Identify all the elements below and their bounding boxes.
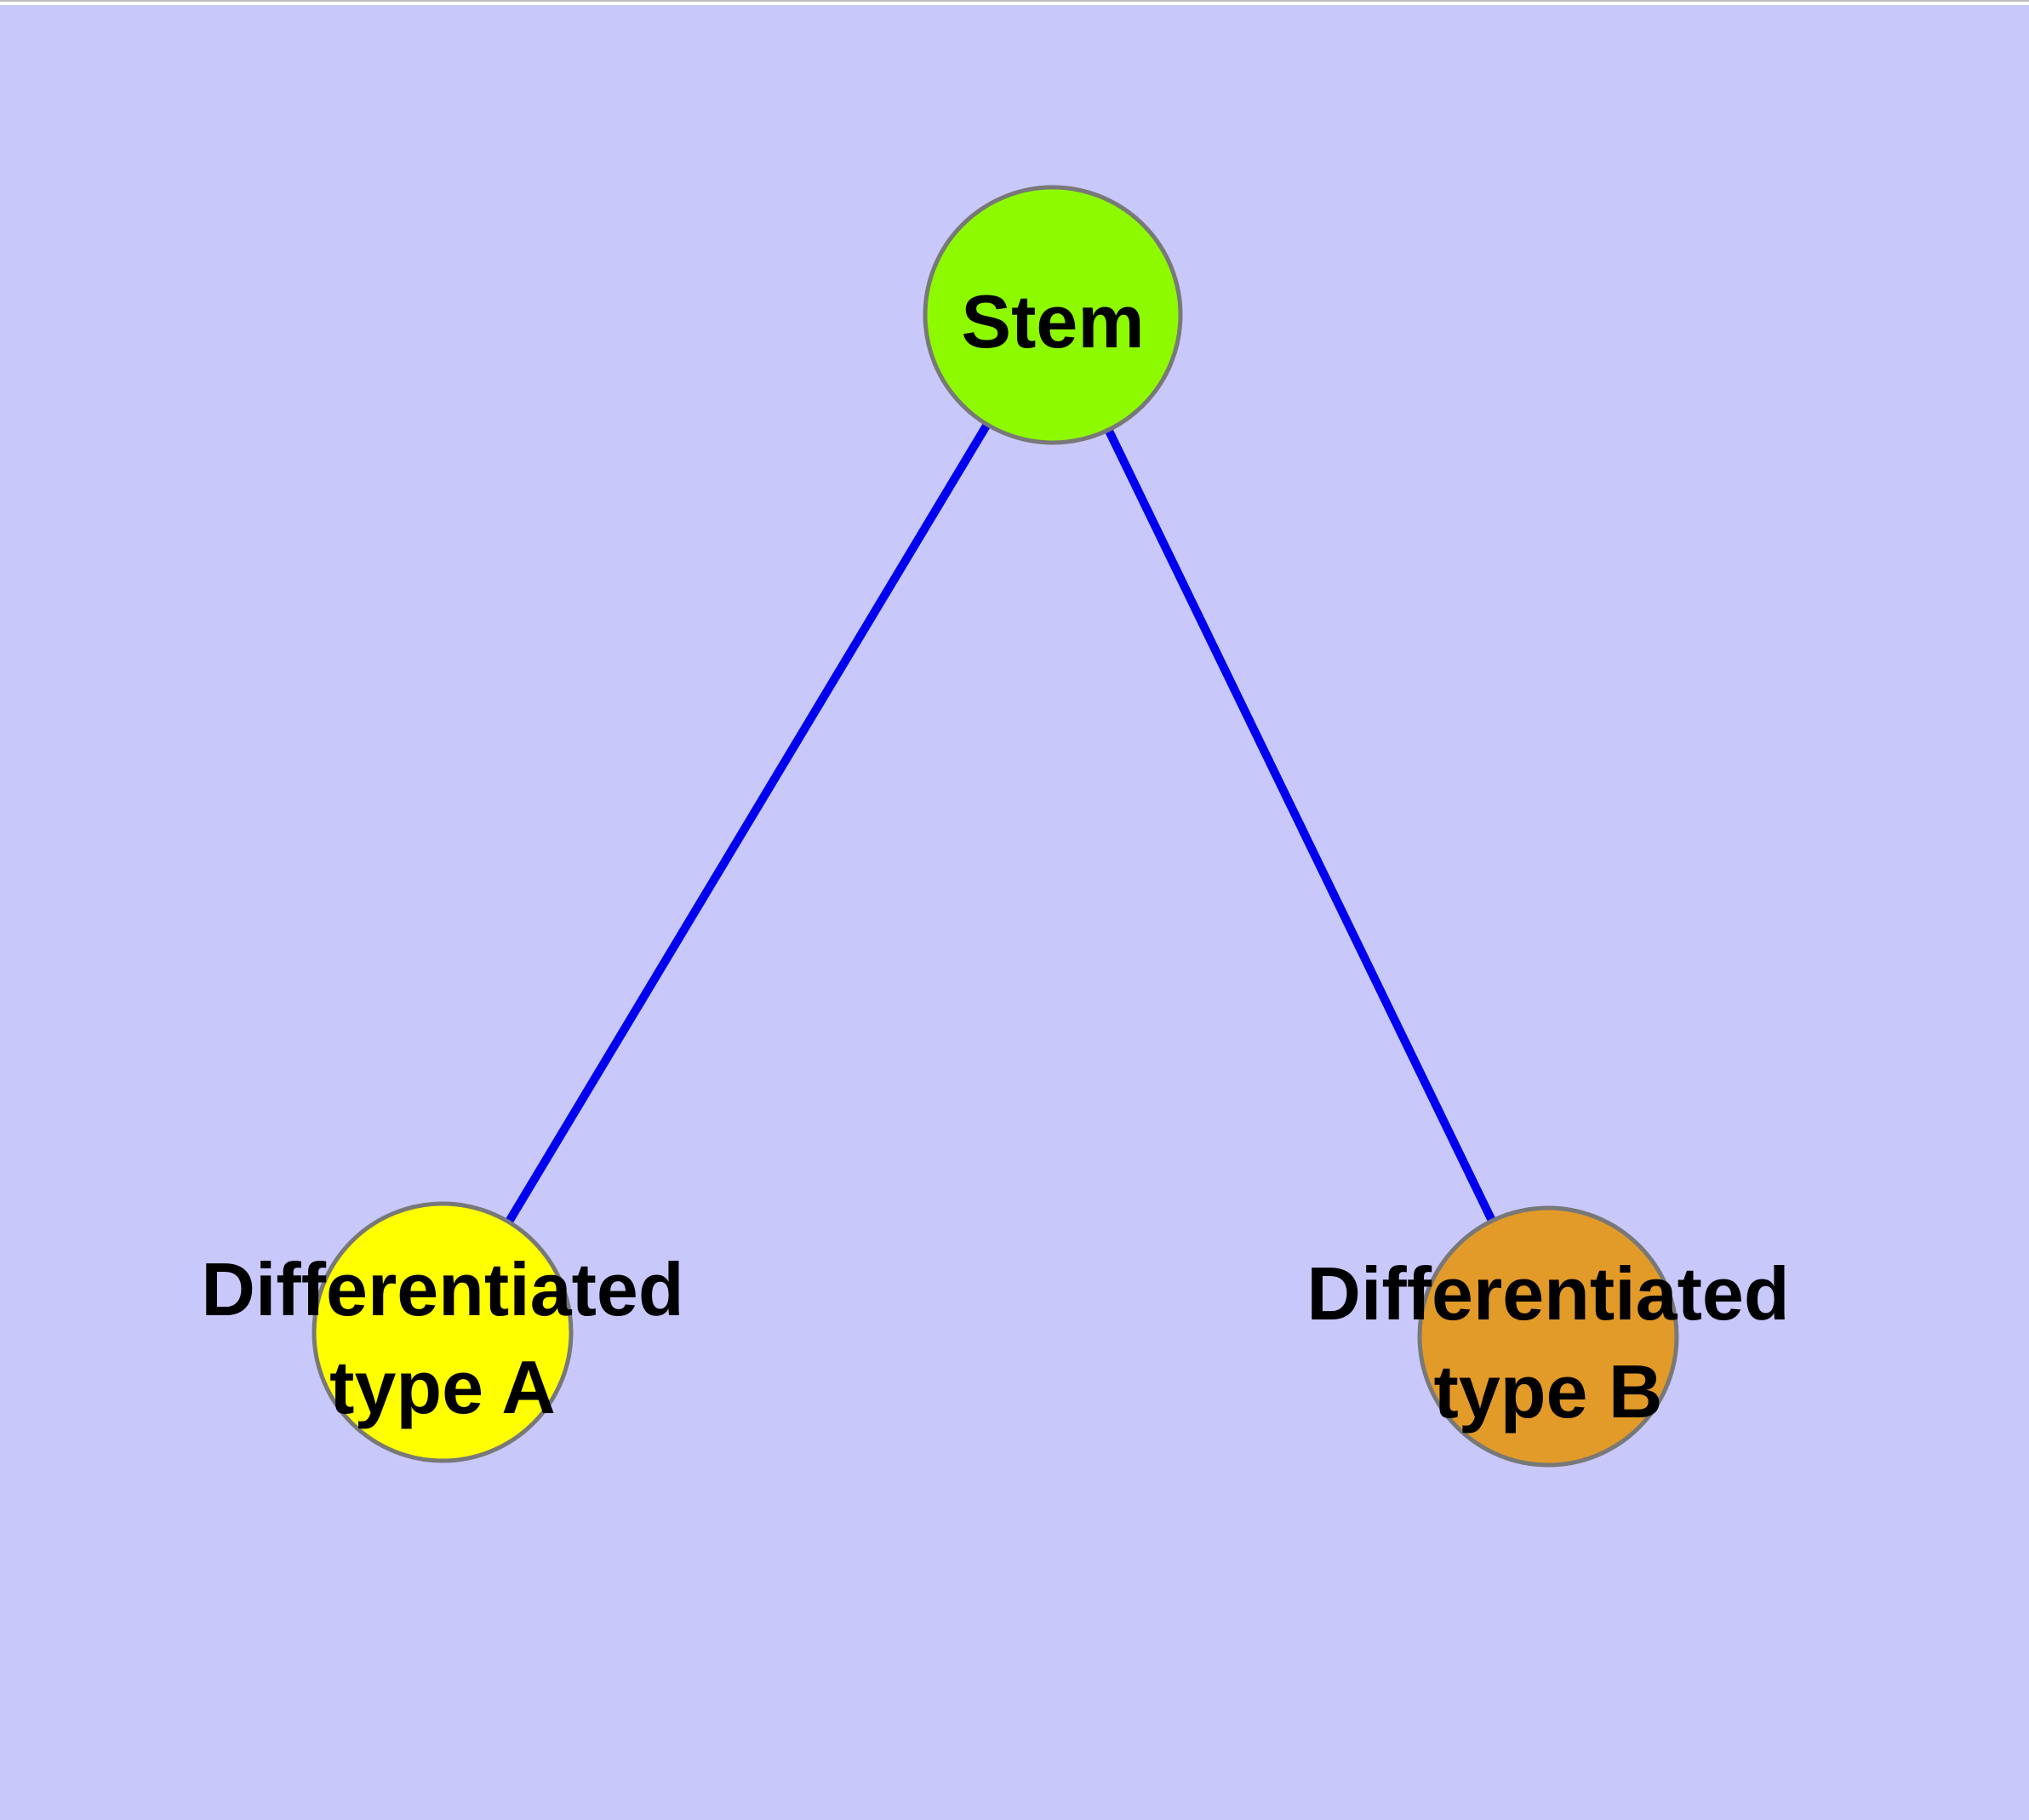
node-differentiated-type-a-circle [311, 1201, 574, 1463]
node-stem-circle [923, 185, 1183, 445]
edge-stem-to-type-b [1049, 312, 1552, 1339]
node-differentiated-type-a-label-line1: Differentiated [201, 1247, 683, 1331]
node-differentiated-type-b: Differentiated type B [1306, 1205, 1790, 1468]
edge-stem-to-type-a [438, 312, 1057, 1335]
node-differentiated-type-a-label-line2: type A [329, 1345, 556, 1429]
window-top-strip [0, 2, 2029, 5]
node-stem-label: Stem [961, 279, 1144, 363]
node-differentiated-type-b-label-line1: Differentiated [1306, 1251, 1789, 1336]
window-top-edge-line [0, 0, 2029, 2]
node-differentiated-type-b-circle [1417, 1205, 1679, 1468]
node-differentiated-type-a: Differentiated type A [201, 1201, 684, 1463]
node-stem: Stem [923, 185, 1183, 445]
node-differentiated-type-b-label-line2: type B [1434, 1349, 1663, 1434]
